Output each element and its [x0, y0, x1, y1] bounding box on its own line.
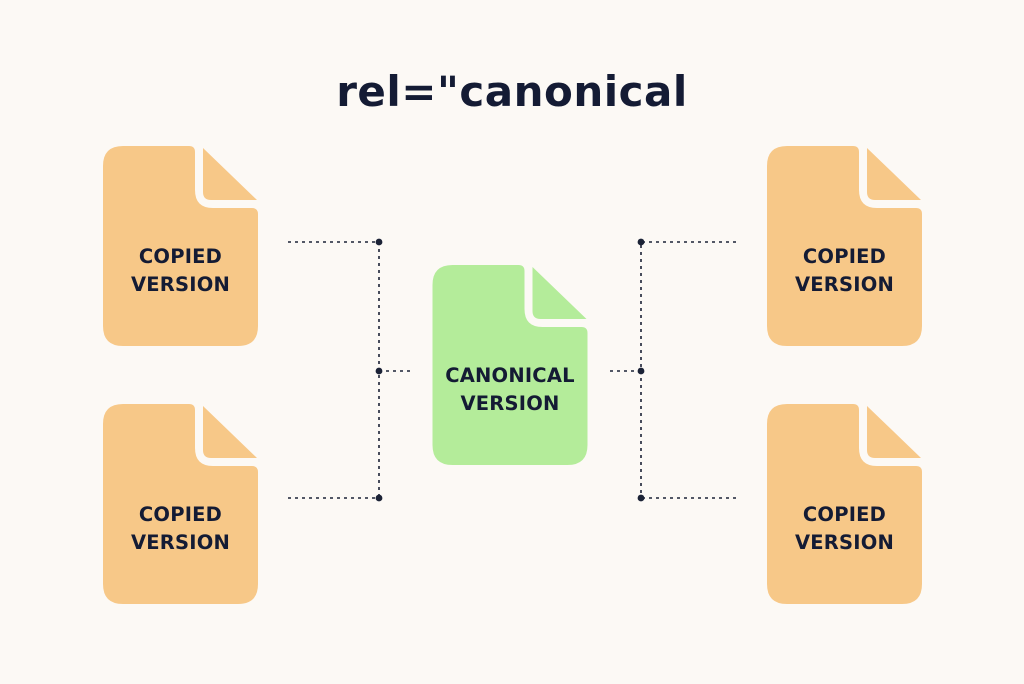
- doc-label-line2: VERSION: [130, 531, 231, 554]
- diagram-title: rel="canonical: [336, 67, 688, 116]
- document-icon: [432, 265, 588, 465]
- doc-label-line2: VERSION: [130, 273, 231, 296]
- doc-label-line1: CANONICAL: [445, 364, 575, 387]
- doc-label-line1: COPIED: [802, 503, 887, 526]
- doc-label-line1: COPIED: [802, 245, 887, 268]
- copied-document-bottom-right: COPIED VERSION: [767, 404, 922, 604]
- junction-dot: [375, 367, 383, 375]
- connector-top-right: [640, 241, 736, 498]
- copied-document-top-left: COPIED VERSION: [103, 146, 258, 346]
- doc-label-line1: COPIED: [138, 245, 223, 268]
- copied-document-top-right: COPIED VERSION: [767, 146, 922, 346]
- junction-dot: [637, 367, 645, 375]
- document-icon: [103, 146, 258, 346]
- junction-dot: [637, 494, 645, 502]
- connector-top-left: [288, 241, 380, 498]
- doc-label-line2: VERSION: [794, 531, 895, 554]
- document-icon: [103, 404, 258, 604]
- doc-label-line2: VERSION: [794, 273, 895, 296]
- doc-label-line2: VERSION: [460, 392, 560, 415]
- junction-dot: [375, 494, 383, 502]
- doc-label-line1: COPIED: [138, 503, 223, 526]
- document-icon: [767, 404, 922, 604]
- document-icon: [767, 146, 922, 346]
- junction-dot: [637, 238, 645, 246]
- canonical-document: CANONICAL VERSION: [430, 265, 590, 465]
- copied-document-bottom-left: COPIED VERSION: [103, 404, 258, 604]
- junction-dot: [375, 238, 383, 246]
